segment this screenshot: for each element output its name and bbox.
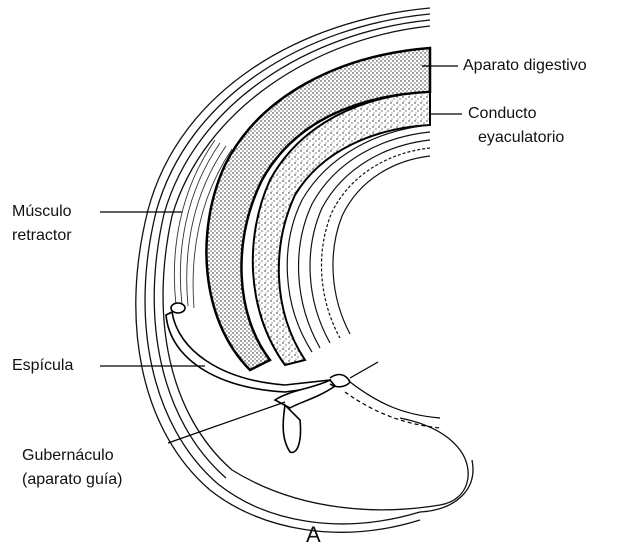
label-musculo-line1: Músculo	[12, 202, 72, 222]
label-musculo-line2: retractor	[12, 226, 72, 246]
label-gubernaculo-line2: (aparato guía)	[22, 470, 123, 490]
label-espicula: Espícula	[12, 356, 73, 376]
tail-tip	[232, 418, 473, 512]
cloaca	[330, 375, 440, 428]
label-conducto-line1: Conducto	[468, 104, 537, 124]
label-gubernaculo-line1: Gubernáculo	[22, 446, 114, 466]
panel-letter: A	[306, 522, 321, 548]
leader-cloaca	[350, 362, 378, 378]
label-aparato-digestivo: Aparato digestivo	[463, 56, 587, 76]
label-conducto-line2: eyaculatorio	[478, 128, 564, 148]
